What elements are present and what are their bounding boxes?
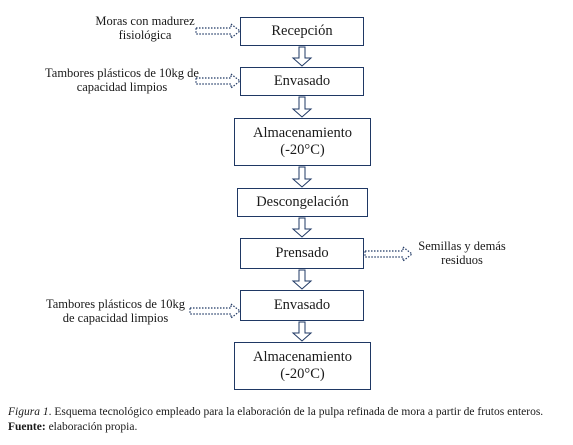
step-prensado-label: Prensado — [275, 245, 329, 261]
down-arrow-2 — [291, 96, 313, 118]
down-arrow-4 — [291, 217, 313, 238]
step-prensado-box: Prensado — [240, 238, 364, 269]
caption-text: . Esquema tecnológico empleado para la e… — [48, 406, 544, 418]
step-almacenamiento-2-label: Almacenamiento (-20°C) — [252, 349, 353, 382]
step-recepcion-label: Recepción — [271, 23, 333, 39]
down-arrow-6 — [291, 321, 313, 342]
caption-source-text: elaboración propia. — [45, 421, 138, 433]
input-tambores-1-label: Tambores plásticos de 10kg de capacidad … — [45, 66, 199, 94]
input-arrow-tambores-2 — [189, 302, 241, 320]
input-arrow-tambores-1 — [195, 72, 241, 90]
step-almacenamiento-box: Almacenamiento (-20°C) — [234, 118, 371, 166]
step-recepcion-box: Recepción — [240, 17, 364, 46]
step-envasado-2-label: Envasado — [273, 297, 331, 313]
step-descongelacion-box: Descongelación — [237, 188, 368, 217]
figure-caption: Figura 1. Esquema tecnológico empleado p… — [8, 405, 568, 435]
caption-figure-label: Figura 1 — [8, 406, 49, 418]
step-envasado-box: Envasado — [240, 67, 364, 96]
flow-connectors — [189, 22, 413, 342]
caption-source-label: Fuente: — [8, 421, 46, 433]
step-envasado-2-box: Envasado — [240, 290, 364, 321]
output-semillas-label: Semillas y demás residuos — [418, 239, 506, 267]
step-almacenamiento-label: Almacenamiento (-20°C) — [252, 125, 353, 158]
input-arrow-moras — [195, 22, 241, 40]
step-envasado-label: Envasado — [273, 73, 331, 89]
down-arrow-1 — [291, 46, 313, 67]
input-tambores-2-label: Tambores plásticos de 10kg de capacidad … — [45, 297, 186, 325]
output-arrow-semillas — [364, 245, 413, 263]
down-arrow-3 — [291, 166, 313, 188]
step-almacenamiento-2-box: Almacenamiento (-20°C) — [234, 342, 371, 390]
down-arrow-5 — [291, 269, 313, 290]
input-moras-label: Moras con madurez fisiológica — [95, 14, 195, 42]
step-descongelacion-label: Descongelación — [256, 194, 349, 210]
